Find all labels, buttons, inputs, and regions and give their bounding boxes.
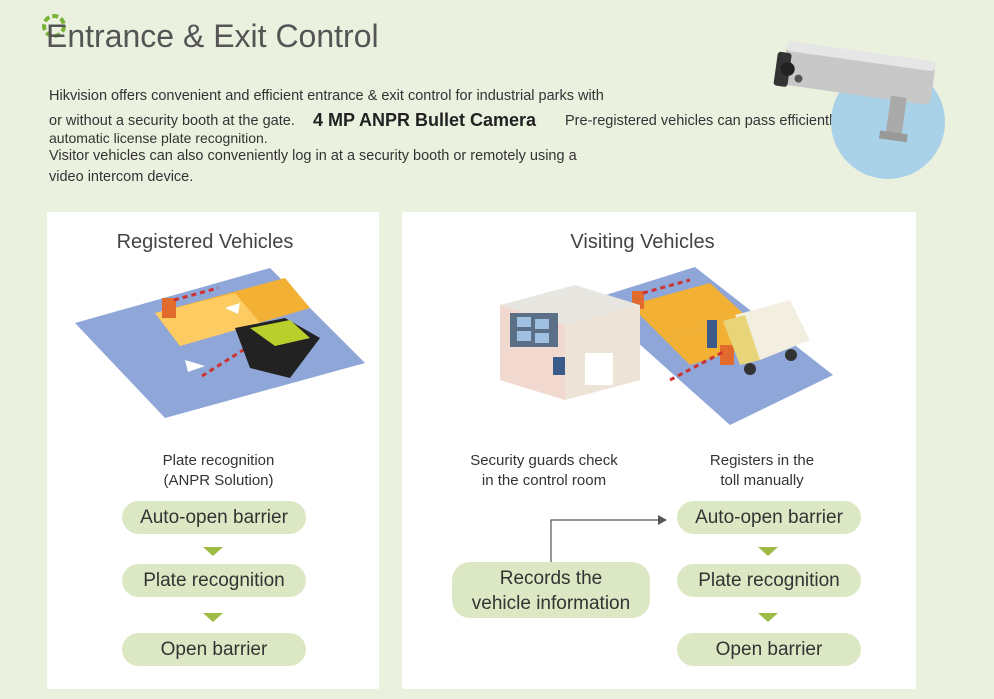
anpr-camera-image bbox=[773, 41, 945, 179]
arrow-down-icon bbox=[203, 547, 223, 556]
intro-line-2-start: or without a security booth at the gate. bbox=[49, 113, 295, 129]
arrow-down-icon bbox=[203, 613, 223, 622]
registered-caption-line-1: Plate recognition bbox=[162, 452, 275, 469]
toll-caption-line-2: toll manually bbox=[720, 472, 804, 489]
registered-step-plate-recognition: Plate recognition bbox=[122, 564, 306, 597]
records-to-barrier-connector bbox=[550, 515, 667, 562]
registered-panel-title: Registered Vehicles bbox=[116, 231, 294, 253]
intro-line-5: video intercom device. bbox=[49, 169, 194, 185]
registered-gate-illustration bbox=[75, 268, 365, 418]
intro-line-3: automatic license plate recognition. bbox=[49, 130, 268, 146]
registered-caption-line-2: (ANPR Solution) bbox=[163, 472, 274, 489]
visiting-step-auto-open-barrier: Auto-open barrier bbox=[677, 501, 861, 534]
intro-line-2-end: Pre-registered vehicles can pass efficie… bbox=[565, 113, 863, 129]
visiting-gate-illustration bbox=[500, 267, 833, 425]
arrow-down-icon bbox=[758, 613, 778, 622]
toll-caption-line-1: Registers in the bbox=[709, 452, 815, 469]
intro-line-4: Visitor vehicles can also conveniently l… bbox=[49, 148, 577, 164]
intro-line-1: Hikvision offers convenient and efficien… bbox=[49, 88, 604, 104]
arrow-down-icon bbox=[758, 547, 778, 556]
visiting-step-open-barrier: Open barrier bbox=[677, 633, 861, 666]
page-title: Entrance & Exit Control bbox=[46, 18, 379, 54]
records-vehicle-information-box: Records the vehicle information bbox=[452, 562, 650, 618]
records-line-1: Records the bbox=[499, 568, 603, 589]
records-line-2: vehicle information bbox=[471, 593, 631, 614]
registered-step-auto-open-barrier: Auto-open barrier bbox=[122, 501, 306, 534]
guard-caption-line-2: in the control room bbox=[481, 472, 607, 489]
hikvision-leaf-logo-icon bbox=[42, 14, 66, 38]
registered-step-open-barrier: Open barrier bbox=[122, 633, 306, 666]
guard-caption-line-1: Security guards check bbox=[470, 452, 618, 469]
visiting-step-plate-recognition: Plate recognition bbox=[677, 564, 861, 597]
product-name: 4 MP ANPR Bullet Camera bbox=[313, 110, 537, 130]
visiting-panel-title: Visiting Vehicles bbox=[570, 231, 715, 253]
